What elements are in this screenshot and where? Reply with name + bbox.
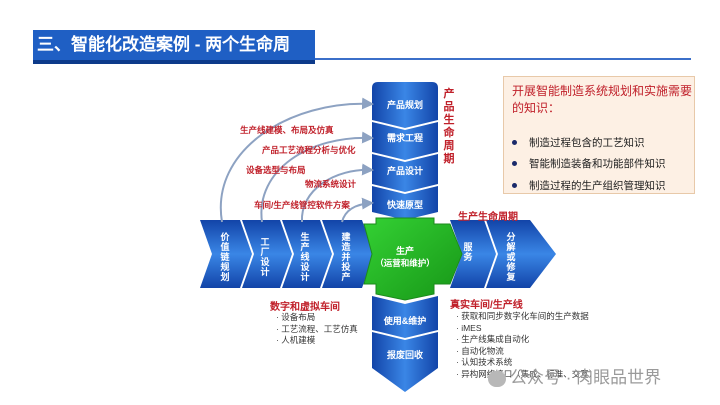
list-item: · iMES <box>456 322 482 333</box>
list-item: · 设备布局 <box>276 312 316 322</box>
stage-product-design: 产品设计 <box>386 166 423 176</box>
stage-requirements: 需求工程 <box>386 133 423 143</box>
stage-disassemble-repair: 分解或修复 <box>506 232 516 282</box>
production-lifecycle-label: 生产生命周期 <box>458 212 518 223</box>
center-title: 生产 <box>395 246 414 256</box>
stage-line-design: 生产线设计 <box>300 232 310 282</box>
stage-factory-design: 工厂设计 <box>260 237 270 277</box>
page-title: 三、智能化改造案例 - 两个生命周 <box>33 30 315 60</box>
bullet-icon <box>512 160 517 166</box>
list-item: · 人机建模 <box>276 335 316 345</box>
stage-service: 服务 <box>463 242 473 262</box>
annotation-arrows <box>219 97 374 223</box>
watermark: 公众号 · 肉眼品世界 <box>488 363 661 388</box>
wechat-icon <box>488 370 506 387</box>
annotation-control-software: 车间/生产线管控软件方案 <box>254 200 350 210</box>
stage-rapid-prototype: 快速原型 <box>386 200 423 210</box>
stage-value-chain: 价值链规划 <box>220 232 230 282</box>
knowledge-item: 制造过程的生产组织管理知识 <box>512 178 666 193</box>
list-item: · 认知技术系统 <box>456 357 513 367</box>
real-workshop-title: 真实车间/生产线 <box>450 300 523 311</box>
list-item: · 生产线集成自动化 <box>456 334 530 344</box>
stage-use-maintenance: 使用&维护 <box>383 316 427 326</box>
stage-build-commission: 建造并投产 <box>341 232 351 282</box>
knowledge-heading: 开展智能制造系统规划和实施需要的知识： <box>512 84 693 115</box>
knowledge-item: 制造过程包含的工艺知识 <box>512 135 645 150</box>
annotation-equipment-selection: 设备选型与布局 <box>246 165 306 175</box>
real-workshop-list: · 获取和同步数字化车间的生产数据 · iMES · 生产线集成自动化 · 自动… <box>456 311 597 380</box>
annotation-logistics-design: 物流系统设计 <box>305 179 357 189</box>
list-item: · 获取和同步数字化车间的生产数据 <box>456 311 589 321</box>
production-lifecycle-row <box>200 220 556 288</box>
annotation-process-analysis: 产品工艺流程分析与优化 <box>262 145 356 155</box>
list-item: · 自动化物流 <box>456 345 504 356</box>
annotation-line-modeling: 生产线建模、布局及仿真 <box>240 125 334 135</box>
list-item: · 工艺流程、工艺仿真 <box>276 323 358 334</box>
bullet-icon <box>512 182 517 188</box>
digital-workshop-list: · 设备布局 · 工艺流程、工艺仿真 · 人机建模 <box>276 312 358 347</box>
title-underline <box>33 60 315 64</box>
product-lifecycle-column <box>372 82 438 392</box>
product-lifecycle-label: 产品生命周期 <box>443 88 455 165</box>
list-item: · 异构网络接口（集成、标准、交互） <box>456 368 598 379</box>
stage-scrap-recycle: 报废回收 <box>386 350 423 360</box>
digital-workshop-title: 数字和虚拟车间 <box>270 302 340 313</box>
knowledge-item: 智能制造装备和功能部件知识 <box>512 156 666 171</box>
center-subtitle: （运营和维护） <box>375 258 435 268</box>
stage-product-planning: 产品规划 <box>386 100 423 110</box>
bullet-icon <box>512 139 517 145</box>
title-divider <box>315 58 691 60</box>
knowledge-box: 开展智能制造系统规划和实施需要的知识： 制造过程包含的工艺知识 智能制造装备和功… <box>503 76 695 194</box>
production-center-cross <box>363 217 463 301</box>
